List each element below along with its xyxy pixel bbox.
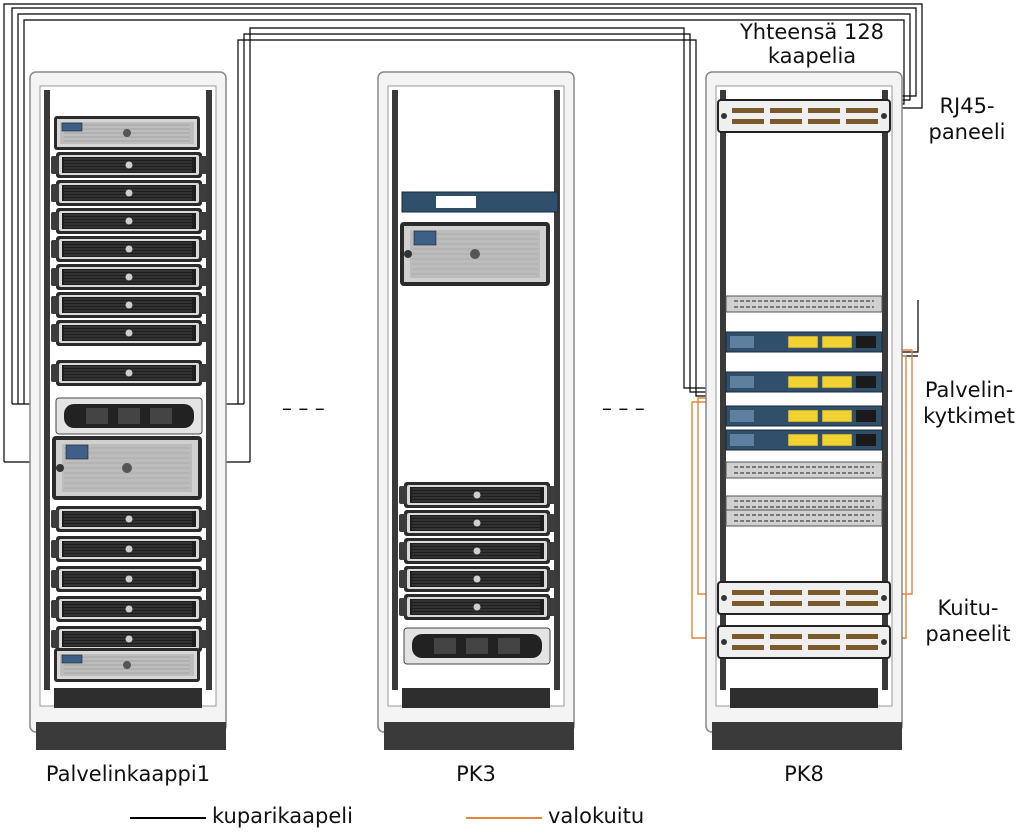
- rack2-label: PK3: [456, 762, 496, 786]
- rack-palvelinkaappi1: [29, 71, 227, 750]
- legend-copper-swatch: [130, 817, 206, 819]
- fiber-panels-label-line2: paneelit: [925, 622, 1011, 646]
- fiber-panels-label-line1: Kuitu-: [937, 596, 999, 620]
- switches-label-line1: Palvelin-: [924, 378, 1014, 402]
- ellipsis-right: – – –: [602, 396, 645, 420]
- ellipsis-left: – – –: [282, 396, 325, 420]
- rack1-label: Palvelinkaappi1: [45, 762, 211, 786]
- legend-fiber-swatch: [466, 817, 542, 819]
- total-cables-line2: kaapelia: [767, 44, 857, 68]
- rj45-label-line2: paneeli: [928, 120, 1006, 144]
- rack3-label: PK8: [784, 762, 824, 786]
- legend-fiber-label: valokuitu: [548, 804, 645, 828]
- switches-label-line2: kytkimet: [923, 404, 1015, 428]
- rack-pk3: [377, 71, 575, 750]
- rack-pk8: [705, 71, 903, 750]
- rj45-label-line1: RJ45-: [939, 94, 995, 118]
- total-cables-line1: Yhteensä 128: [739, 20, 885, 44]
- legend-copper-label: kuparikaapeli: [212, 804, 353, 828]
